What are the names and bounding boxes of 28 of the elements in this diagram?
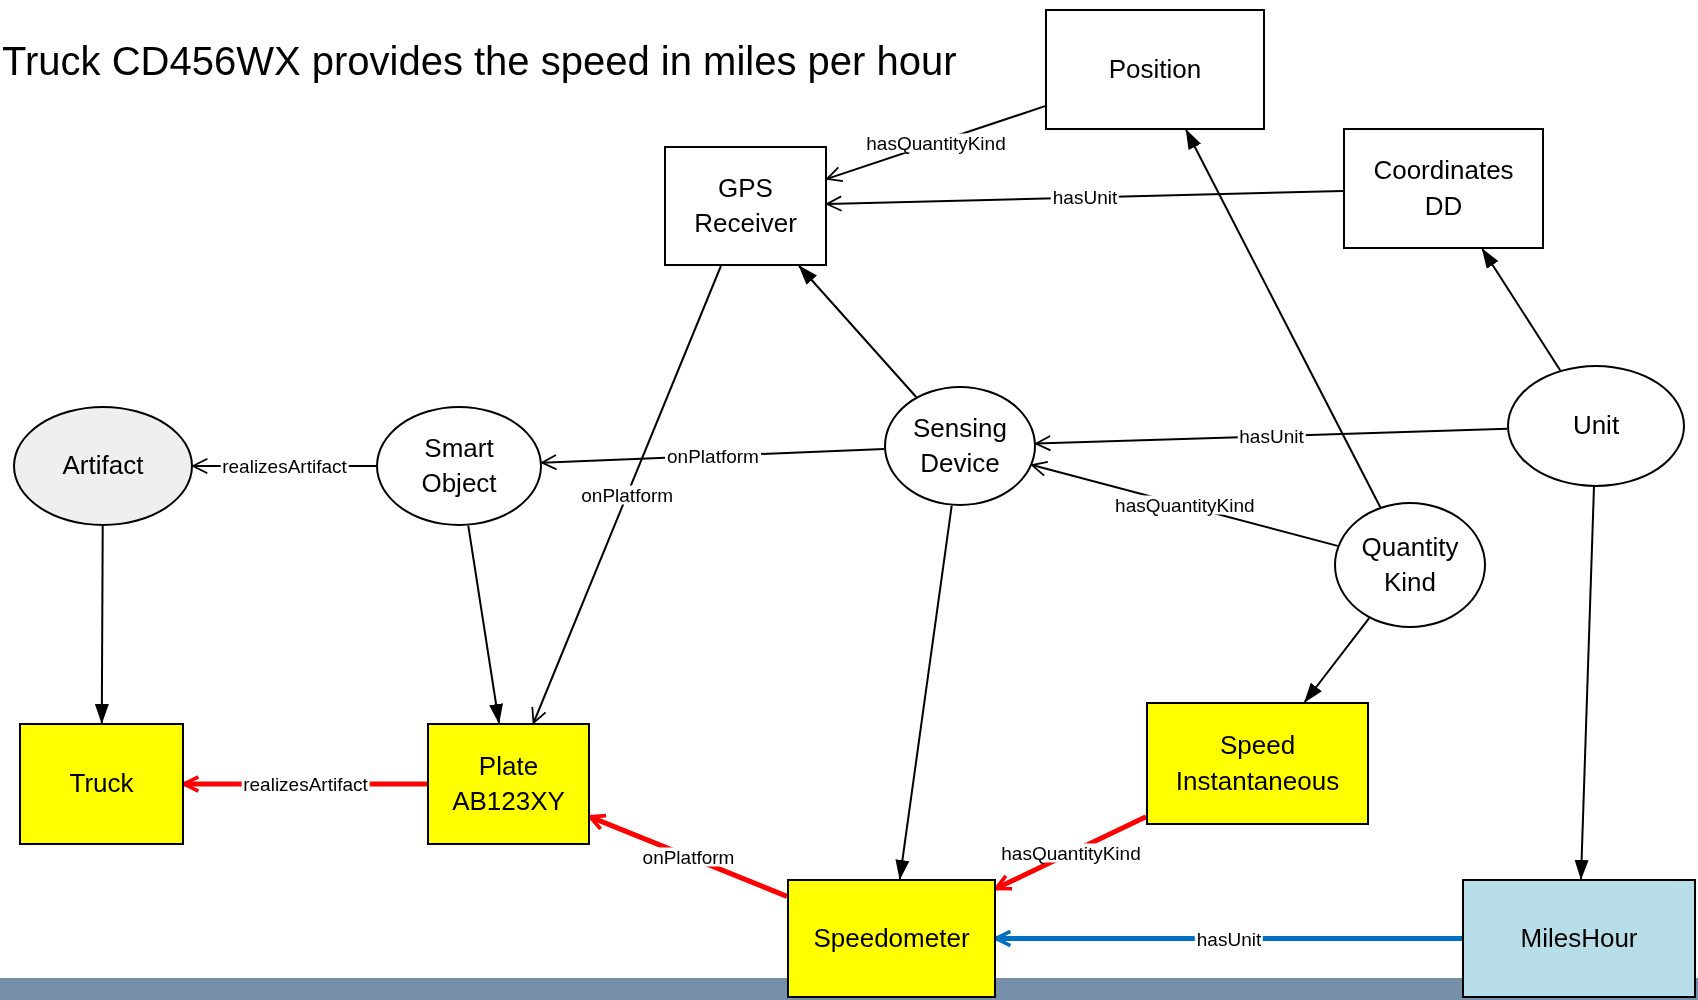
class-ellipse: Quantity Kind [1334,502,1486,628]
class-ellipse: Smart Object [376,406,542,526]
edge-label: hasQuantityKind [999,843,1143,863]
edge-label: hasQuantityKind [864,133,1008,152]
arrow [467,524,503,724]
instance-box: MilesHour [1462,879,1696,998]
class-ellipse: Sensing Device [884,386,1036,506]
class-ellipse: Artifact [13,406,193,526]
edge-label: hasUnit [1050,188,1120,207]
arrow [1185,129,1382,509]
instance-box: GPS Receiver [664,146,827,266]
arrow [94,525,109,724]
arrow [1574,486,1595,880]
instance-box: Coordinates DD [1343,128,1544,249]
edge-label: onPlatform [640,847,737,867]
diagram-title: Truck CD456WX provides the speed in miles per hour [2,38,957,85]
instance-box: Position [1045,9,1265,130]
instance-box: Speedometer [787,879,996,998]
class-ellipse: Unit [1507,365,1685,487]
arrow [895,504,953,880]
arrow [1481,248,1562,372]
arrow [531,265,722,724]
arrow [1303,617,1371,703]
instance-box: Speed Instantaneous [1146,702,1369,825]
instance-box: Plate AB123XY [427,723,590,845]
instance-box: Truck [19,723,184,845]
arrow [798,265,918,398]
edge-label: hasQuantityKind [1113,495,1257,515]
